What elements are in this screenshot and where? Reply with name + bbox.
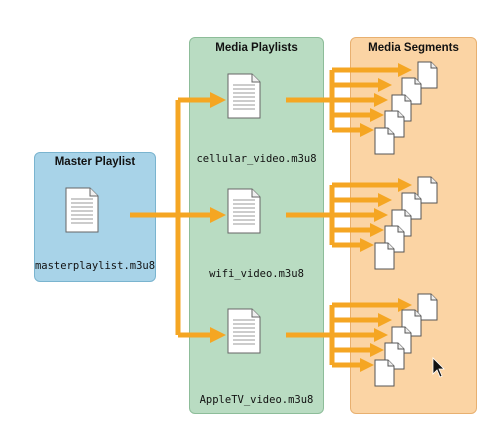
master-to-media-arrowheads bbox=[210, 92, 226, 343]
mouse-cursor-icon bbox=[432, 357, 445, 378]
segment-arrows-group-1 bbox=[286, 63, 412, 137]
cellular-document-icon bbox=[227, 73, 261, 119]
cellular-playlist-filename: cellular_video.m3u8 bbox=[196, 153, 317, 165]
appletv-playlist-filename: AppleTV_video.m3u8 bbox=[199, 394, 314, 406]
appletv-document-icon bbox=[227, 308, 261, 354]
segment-documents-2 bbox=[374, 176, 438, 270]
segment-arrows-group-3 bbox=[286, 298, 412, 372]
media-playlists-title: Media Playlists bbox=[215, 42, 298, 54]
segment-documents-1 bbox=[374, 61, 438, 155]
segment-arrows-group-2 bbox=[286, 178, 412, 252]
master-document-icon bbox=[65, 187, 99, 233]
master-playlist-title: Master Playlist bbox=[54, 156, 136, 168]
media-segments-title: Media Segments bbox=[368, 42, 459, 54]
wifi-document-icon bbox=[227, 188, 261, 234]
master-to-media-arrows bbox=[130, 97, 212, 338]
master-playlist-filename: masterplaylist.m3u8 bbox=[34, 260, 156, 272]
wifi-playlist-filename: wifi_video.m3u8 bbox=[209, 268, 304, 280]
